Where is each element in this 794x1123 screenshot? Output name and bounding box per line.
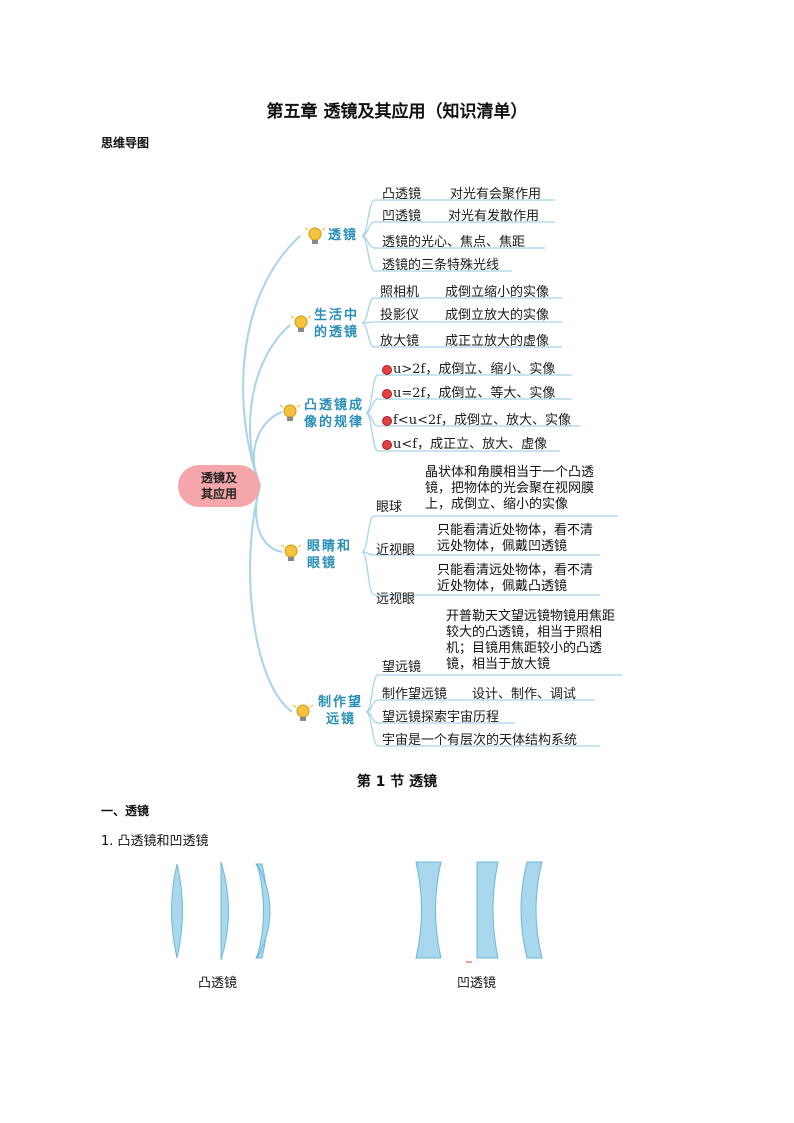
mindmap-item-value: 设计、制作、调试 (472, 687, 577, 702)
bullet-icon (382, 364, 392, 375)
bullet-icon (382, 415, 392, 426)
bullet-icon (382, 439, 392, 450)
mindmap-item: 透镜的光心、焦点、焦距 (382, 235, 526, 250)
biconvex-lens (171, 863, 183, 959)
mindmap-item-key: 照相机 (380, 285, 420, 300)
concave-meniscus-lens (520, 861, 543, 959)
item-title: 1. 凸透镜和凹透镜 (101, 834, 209, 849)
mindmap-item-value: 对光有会聚作用 (450, 187, 542, 202)
branch-telescope-label: 制作望 远镜 (318, 695, 364, 727)
plano-convex-lens (220, 861, 229, 961)
mindmap-item: 宇宙是一个有层次的天体结构系统 (382, 733, 578, 748)
mindmap-item-value: 只能看清远处物体，看不清近处物体，佩戴凸透镜 (437, 563, 594, 594)
mindmap-item-key: 眼球 (376, 500, 403, 515)
mindmap-item-key: 放大镜 (380, 334, 420, 349)
mindmap-item-value: 开普勒天文望远镜物镜用焦距较大的凸透镜，相当于照相机；目镜用焦距较小的凸透镜，相… (446, 609, 616, 672)
lightbulb-icon (279, 404, 301, 421)
page-title: 第五章 透镜及其应用（知识清单） (266, 102, 528, 122)
branch-lens-label: 透镜 (328, 228, 359, 243)
mindmap-rule-item: u=2f，成倒立、等大、实像 (382, 382, 555, 401)
mindmap-item-key: 投影仪 (380, 308, 420, 323)
mindmap-item-value: 对光有发散作用 (448, 209, 540, 224)
mindmap-item-value: 成倒立缩小的实像 (445, 285, 550, 300)
mindmap-item-key: 制作望远镜 (382, 687, 448, 702)
mindmap-item-key: 近视眼 (376, 543, 416, 558)
mindmap-rule-item: u<f，成正立、放大、虚像 (382, 433, 547, 452)
mindmap-item: 望远镜探索宇宙历程 (382, 710, 500, 725)
mindmap-item-key: 凸透镜 (382, 187, 422, 202)
mindmap-item-value: 只能看清近处物体，看不清远处物体，佩戴凹透镜 (437, 523, 594, 554)
section-title: 第 1 节 透镜 (356, 774, 438, 790)
mindmap-heading: 思维导图 (101, 136, 150, 150)
lightbulb-icon (280, 544, 302, 561)
mindmap-item-value: 晶状体和角膜相当于一个凸透镜，把物体的光会聚在视网膜上，成倒立、缩小的实像 (425, 465, 595, 512)
mindmap-item-key: 凹透镜 (382, 209, 422, 224)
mindmap-item-value: 成正立放大的虚像 (445, 334, 550, 349)
lightbulb-icon (292, 704, 314, 721)
lightbulb-icon (304, 227, 326, 244)
mindmap-item-key: 望远镜 (382, 660, 422, 675)
branch-life-label: 生活中 的透镜 (314, 308, 360, 340)
caption-concave: 凹透镜 (457, 976, 497, 991)
lightbulb-icon (290, 315, 312, 332)
bullet-icon (382, 388, 392, 399)
mindmap-rule-item: f<u<2f，成倒立、放大、实像 (382, 409, 571, 428)
branch-eye-label: 眼睛和 眼镜 (307, 539, 353, 571)
subsection-heading: 一、透镜 (101, 804, 150, 818)
mindmap-item-value: 成倒立放大的实像 (445, 308, 550, 323)
caption-convex: 凸透镜 (198, 976, 238, 991)
center-label-line1: 透镜及 (200, 471, 237, 485)
mindmap-item-key: 远视眼 (376, 592, 416, 607)
mindmap-item: 透镜的三条特殊光线 (382, 258, 500, 273)
biconcave-lens (415, 861, 442, 959)
plano-concave-lens (476, 861, 499, 959)
branch-rules-label: 凸透镜成 像的规律 (304, 398, 365, 430)
mindmap-rule-item: u>2f，成倒立、缩小、实像 (382, 358, 555, 377)
mindmap-center-node: 透镜及 其应用 (178, 465, 260, 507)
center-label-line2: 其应用 (200, 487, 237, 501)
